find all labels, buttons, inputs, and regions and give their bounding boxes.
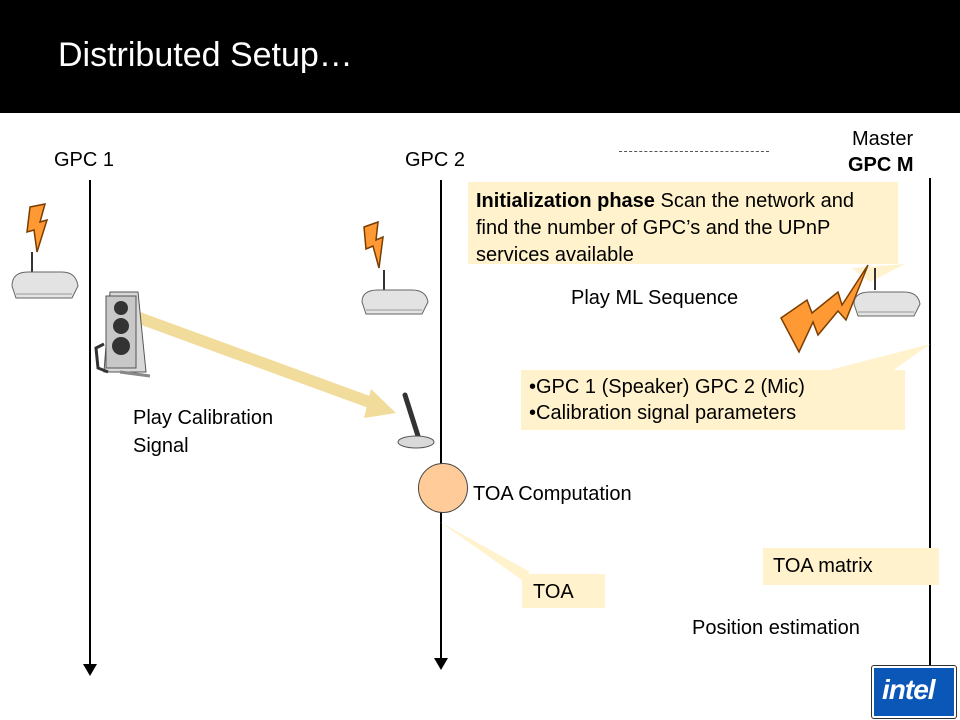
slide-title: Distributed Setup… [58,36,353,74]
gpcm-timeline [929,178,931,672]
toa-computation-label: TOA Computation [473,483,632,505]
lightning-icon [780,264,869,354]
title-bar: Distributed Setup… [0,0,960,113]
lightning-icon [26,203,49,253]
router-icon [853,268,921,317]
master-label: Master [852,128,914,150]
gpc1-arrowhead [83,664,97,676]
initialization-callout: Initialization phase Scan the network an… [468,182,898,266]
toa-callout-pointer [440,522,530,580]
play-ml-sequence-label: Play ML Sequence [571,287,739,309]
toa-callout: TOA [522,574,605,608]
router-icon [11,252,79,299]
gpc1-label: GPC 1 [54,149,115,171]
position-estimation-label: Position estimation [692,617,860,639]
toa-computation-node [418,463,468,513]
gpc2-label: GPC 2 [405,149,466,171]
gpcm-label: GPC M [848,154,914,176]
config-list: •GPC 1 (Speaker) GPC 2 (Mic) •Calibratio… [529,374,897,426]
intel-logo: intel [872,666,956,718]
router-icon [361,270,429,315]
toa-matrix-callout: TOA matrix [763,548,939,585]
initialization-phase-label: Initialization phase [476,190,655,212]
initialization-description: Scan the network and find the number of … [476,190,854,266]
config-item-signal-params: •Calibration signal parameters [529,402,797,424]
calibration-signal-arrow [136,312,396,418]
play-calibration-label-line2: Signal [133,435,189,457]
gpc1-timeline [89,180,91,666]
gpc2-timeline [440,180,442,660]
intel-logo-text: intel [882,674,936,705]
play-calibration-label-line1: Play Calibration [133,407,274,429]
config-item-roles: •GPC 1 (Speaker) GPC 2 (Mic) [529,376,805,398]
microphone-icon [397,392,435,449]
config-callout: •GPC 1 (Speaker) GPC 2 (Mic) •Calibratio… [521,370,905,430]
gpc2-arrowhead [434,658,448,670]
speaker-icon [94,291,151,378]
lightning-icon [363,220,384,269]
dashed-separator [619,151,769,152]
